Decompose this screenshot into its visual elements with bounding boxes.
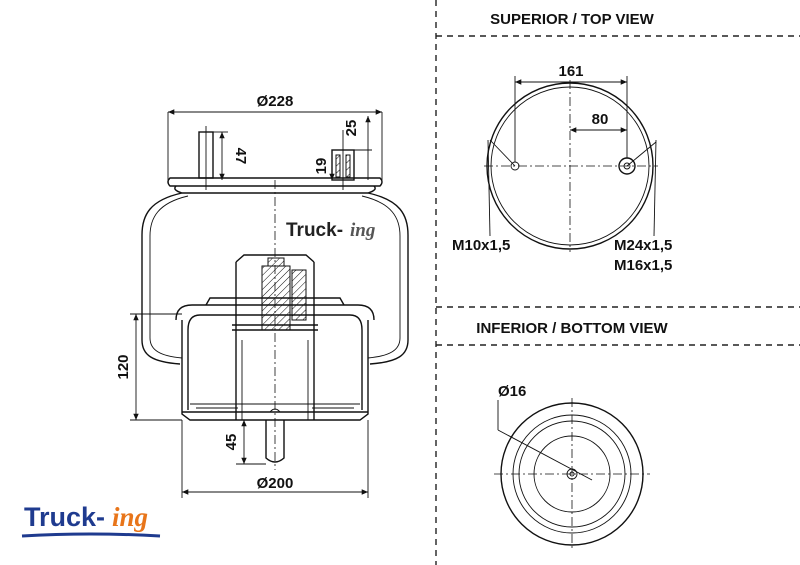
bottom-view-title: INFERIOR / BOTTOM VIEW [476,320,668,337]
bellows-logo: Truck- ing [286,220,375,241]
bellows-logo-main: Truck- [286,220,343,241]
side-view: Ø228 47 25 19 120 45 Ø200 Truck- ing [115,93,409,498]
thread-left: M10x1,5 [452,237,510,254]
brand-logo-suffix: ing [112,502,148,532]
dim-hole: Ø16 [498,383,526,400]
dim-center-offset: 80 [592,111,609,128]
dim-bottom-stud: 45 [223,434,240,451]
dim-piston-height: 120 [115,354,132,379]
brand-logo-main: Truck- [24,502,105,532]
bottom-view: INFERIOR / BOTTOM VIEW Ø16 [476,320,669,550]
top-view: SUPERIOR / TOP VIEW 161 80 M10x1,5 M24x1… [452,11,672,274]
dim-plate-gap: 19 [313,158,330,175]
bellows-logo-suffix: ing [350,220,375,241]
brand-logo-underline [21,532,161,538]
thread-right-2: M16x1,5 [614,257,672,274]
view-separators [435,0,800,565]
dim-stud-height: 47 [232,148,249,165]
brand-logo: Truck- ing [21,502,161,538]
dim-nut-height: 25 [343,120,360,137]
dim-top-diameter: Ø228 [257,93,294,110]
thread-right-1: M24x1,5 [614,237,672,254]
dim-bolt-spacing: 161 [558,63,583,80]
top-view-title: SUPERIOR / TOP VIEW [490,11,654,28]
dim-piston-diameter: Ø200 [257,475,294,492]
